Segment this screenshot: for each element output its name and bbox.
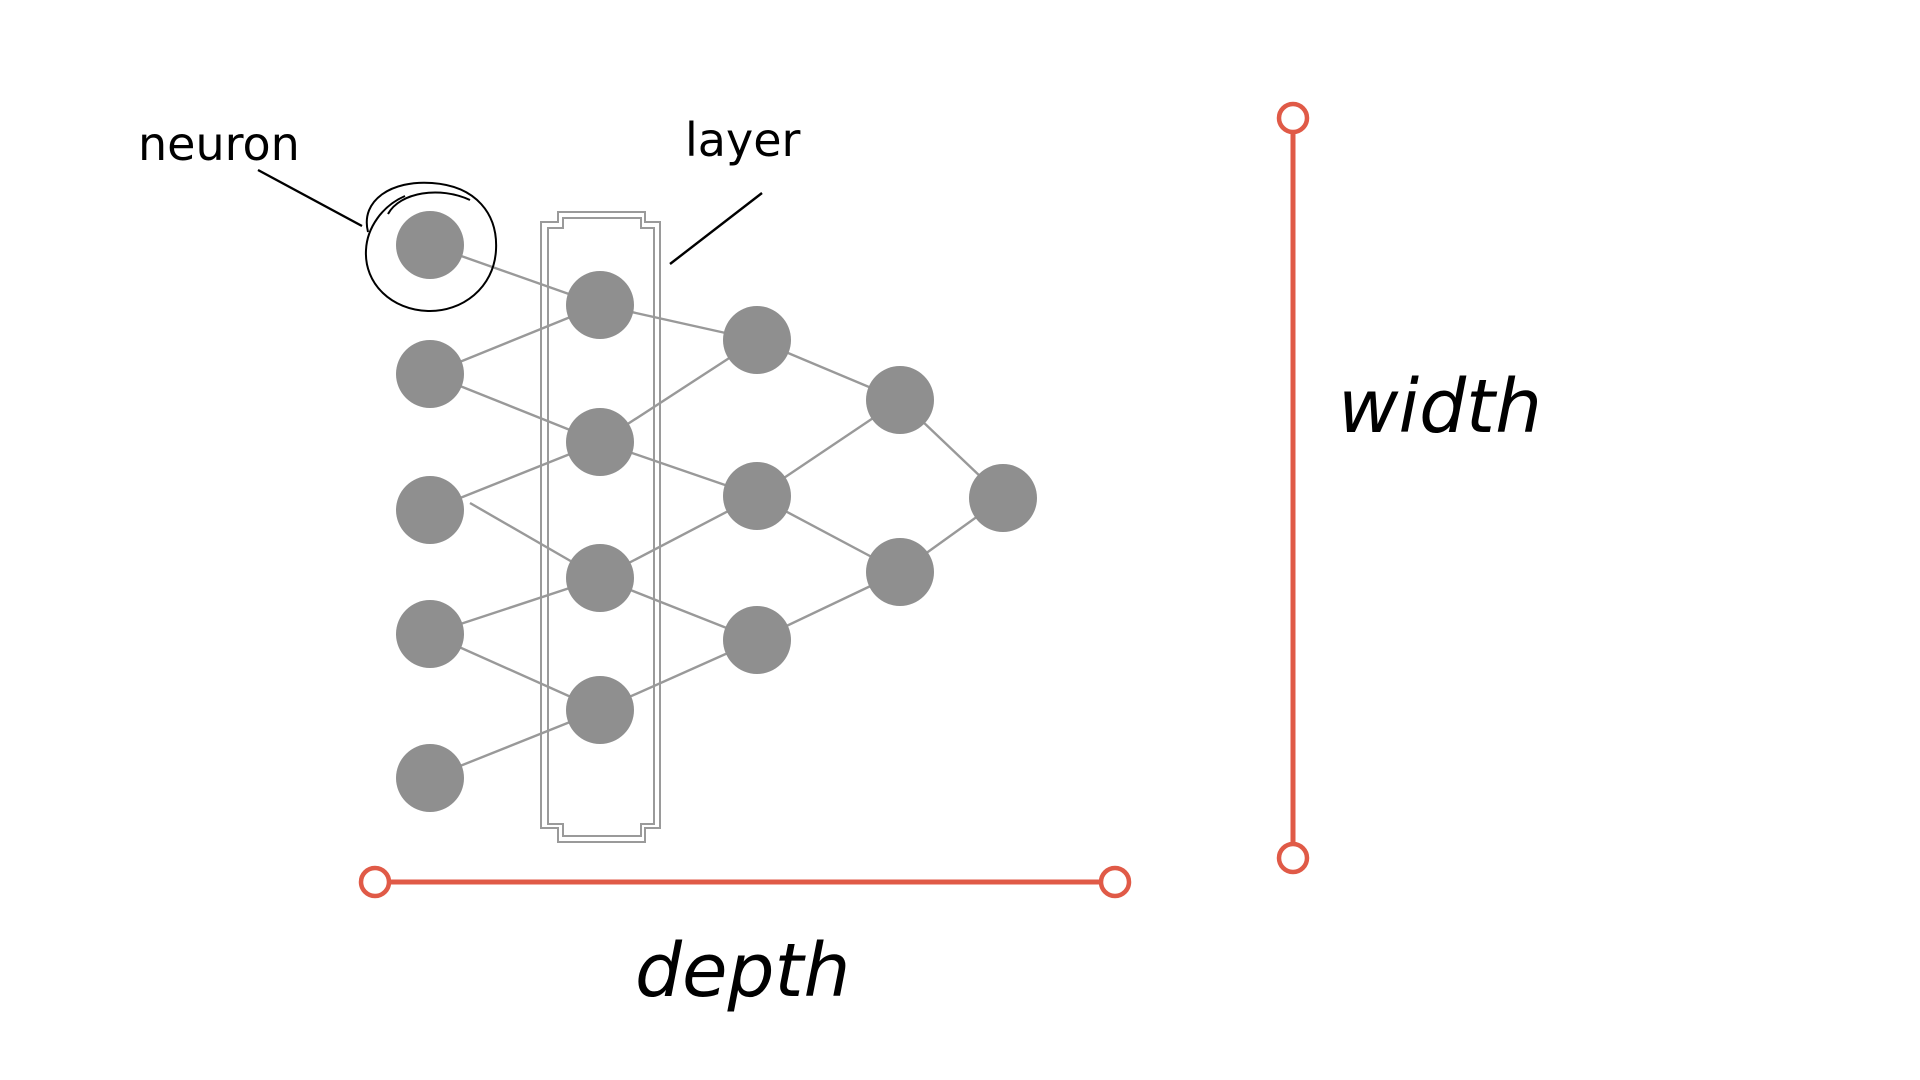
scribble-inner	[387, 191, 471, 215]
neuron-layer-2	[566, 544, 634, 612]
depth-measure-cap-right	[1098, 865, 1132, 899]
width-measure-cap-bottom	[1276, 841, 1310, 875]
width-measure	[1276, 101, 1310, 875]
neuron-layer-2	[566, 408, 634, 476]
neuron-label: neuron	[138, 117, 300, 171]
neuron-layer-1	[396, 600, 464, 668]
neuron-layer-1	[396, 744, 464, 812]
neuron-layer-4	[866, 538, 934, 606]
layer-leader-line	[669, 192, 763, 265]
depth-measure-cap-left	[358, 865, 392, 899]
width-measure-cap-top	[1276, 101, 1310, 135]
neuron-highlight-scribble	[364, 181, 498, 313]
connections	[429, 243, 1004, 780]
scribble-outer	[364, 181, 498, 313]
neuron-layer-4	[866, 366, 934, 434]
neuron-layer-2	[566, 676, 634, 744]
neurons	[396, 211, 1037, 812]
neuron-layer-3	[723, 462, 791, 530]
depth-label: depth	[635, 928, 850, 1014]
layer-outline-outer	[540, 211, 661, 843]
layer-outline-inner	[547, 217, 655, 837]
neuron-layer-5	[969, 464, 1037, 532]
neuron-leader-line	[257, 168, 363, 228]
depth-measure	[358, 865, 1132, 899]
width-label: width	[1338, 364, 1542, 450]
neuron-layer-1	[396, 476, 464, 544]
neuron-layer-1	[396, 211, 464, 279]
neuron-layer-1	[396, 340, 464, 408]
neuron-layer-3	[723, 606, 791, 674]
neuron-layer-3	[723, 306, 791, 374]
layer-label: layer	[685, 113, 800, 167]
neuron-layer-2	[566, 271, 634, 339]
layer-outline	[540, 211, 661, 843]
